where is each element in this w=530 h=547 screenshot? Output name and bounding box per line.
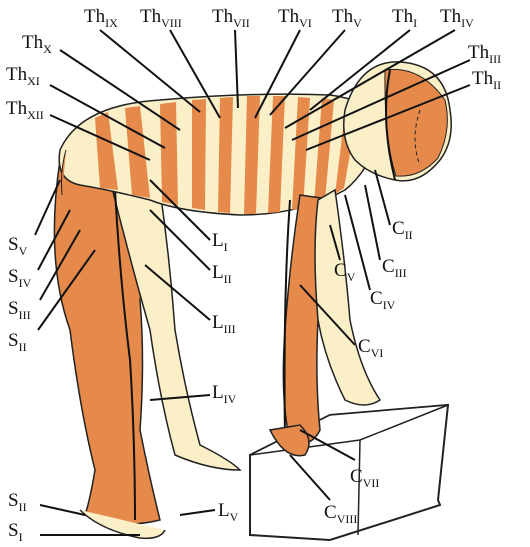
label-c3: CIII — [382, 256, 407, 280]
label-s2b: SII — [8, 490, 27, 514]
label-l5: LV — [218, 500, 239, 524]
label-l2: LII — [212, 262, 232, 286]
label-th4: ThIV — [440, 6, 474, 30]
label-s4: SIV — [8, 266, 32, 290]
leader-lines — [34, 29, 471, 536]
label-th3: ThIII — [468, 42, 501, 66]
label-th10: ThX — [22, 32, 52, 56]
torso — [58, 93, 386, 216]
label-s3: SIII — [8, 298, 31, 322]
label-c5: CV — [334, 260, 356, 284]
label-th12: ThXII — [6, 98, 44, 122]
label-th7: ThVII — [212, 6, 250, 30]
label-th8: ThVIII — [140, 6, 182, 30]
label-l3: LIII — [212, 312, 236, 336]
label-th11: ThXI — [6, 64, 40, 88]
head — [343, 61, 452, 182]
label-l4: LIV — [212, 382, 237, 406]
label-s1: SI — [8, 520, 23, 544]
label-c4: CIV — [370, 288, 396, 312]
arms — [268, 188, 382, 457]
legs — [53, 159, 242, 540]
label-th5: ThV — [332, 6, 362, 30]
label-c6: CVI — [358, 336, 383, 360]
label-th9: ThIX — [84, 6, 118, 30]
label-c7: CVII — [350, 466, 379, 490]
label-th6: ThVI — [278, 6, 312, 30]
label-s2: SII — [8, 330, 27, 354]
label-th1: ThI — [392, 6, 417, 30]
label-th2: ThII — [472, 68, 501, 92]
label-c2: CII — [392, 218, 413, 242]
label-c8: CVIII — [324, 502, 357, 526]
label-s5: SV — [8, 234, 28, 258]
dermatome-labels: ThIX ThVIII ThVII ThVI ThV ThI ThIV ThX … — [6, 6, 501, 544]
label-l1: LI — [212, 230, 228, 254]
